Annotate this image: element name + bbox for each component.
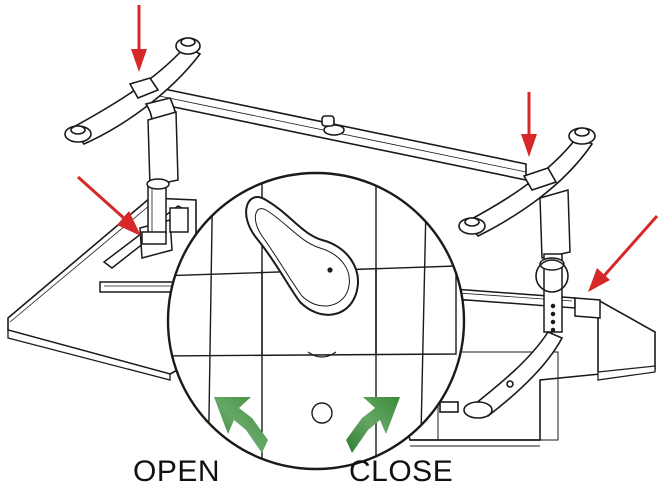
right-bottom-foot bbox=[439, 330, 564, 419]
open-label: OPEN bbox=[133, 455, 221, 488]
top-crossbar bbox=[139, 83, 527, 181]
close-label: CLOSE bbox=[349, 455, 454, 488]
magnified-detail bbox=[166, 171, 466, 471]
red-arrow-top-left bbox=[131, 5, 147, 72]
right-top-arm bbox=[458, 127, 596, 237]
close-rotation-arrow bbox=[346, 397, 400, 453]
open-rotation-arrow bbox=[214, 397, 268, 453]
red-arrow-right bbox=[588, 215, 659, 292]
left-column bbox=[141, 111, 179, 245]
right-leg-detail-marker bbox=[535, 259, 569, 293]
clamp-knob bbox=[245, 196, 359, 316]
left-top-arm bbox=[64, 37, 202, 145]
red-arrow-left bbox=[76, 175, 141, 236]
indicator-arrows bbox=[76, 5, 659, 292]
red-arrow-top-right bbox=[521, 92, 537, 157]
